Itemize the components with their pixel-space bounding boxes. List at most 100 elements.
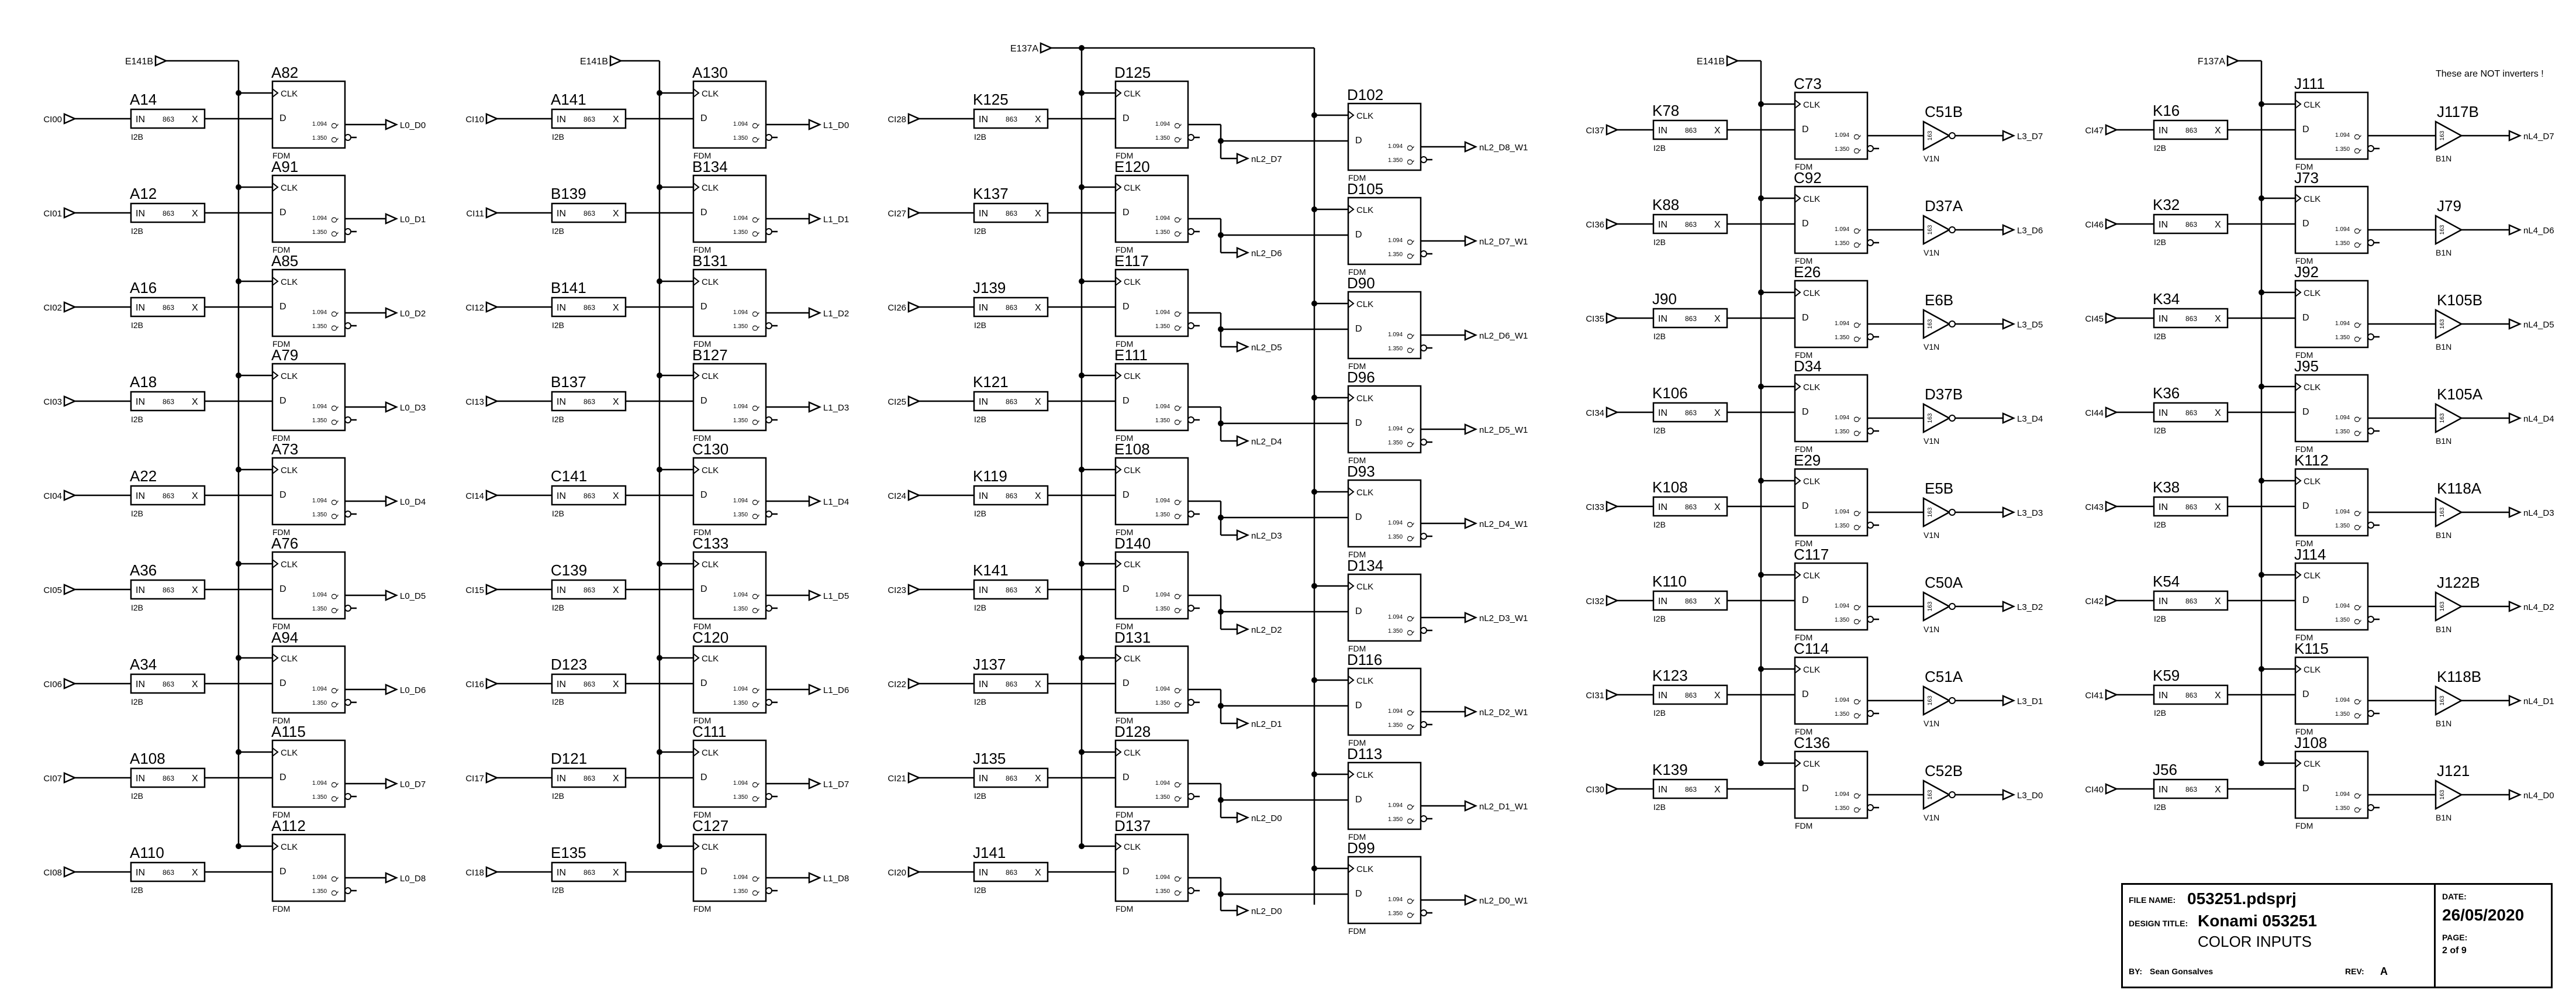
flip-flop-body xyxy=(692,457,767,526)
flip-flop-type: FDM xyxy=(693,245,711,254)
flip-flop-pin-d: D xyxy=(1123,208,1130,218)
flip-flop-pin-qn: Q xyxy=(751,513,759,519)
output-port-label: L1_D1 xyxy=(823,215,849,225)
inverter-icon xyxy=(1922,685,1951,716)
output-port-label: L0_D7 xyxy=(400,780,426,789)
inversion-bubble xyxy=(1420,156,1427,163)
input-port: CI32 xyxy=(1586,595,1620,606)
flip-flop-pin-d: D xyxy=(1123,113,1130,123)
flip-flop-pin-clk: CLK xyxy=(2304,382,2321,392)
port-flag-icon xyxy=(63,866,77,878)
port-flag-icon xyxy=(1464,235,1478,247)
flip-flop-pin-d: D xyxy=(1355,136,1362,146)
flip-flop-value-2: 1.350 xyxy=(1835,240,1849,247)
flip-flop-pin-q: Q xyxy=(1406,145,1414,151)
inversion-bubble xyxy=(1187,887,1194,894)
clock-label: E141B xyxy=(125,57,153,67)
flip-flop-value-1: 1.094 xyxy=(2335,132,2350,139)
flip-flop-pin-clk: CLK xyxy=(2304,100,2321,110)
flip-flop-pin-clk: CLK xyxy=(1356,111,1373,121)
flip-flop-pin-q: Q xyxy=(330,311,339,317)
buffer-pin-x: X xyxy=(2215,314,2221,324)
input-port-label: CI15 xyxy=(465,585,484,595)
output-port-label: nL4_D6 xyxy=(2523,226,2554,236)
buffer-pin-x: X xyxy=(613,680,619,689)
gate-type: B1N xyxy=(2436,436,2451,446)
clock-edge-icon xyxy=(693,842,700,851)
port-flag-icon xyxy=(808,684,822,695)
flip-flop-value-2: 1.350 xyxy=(1835,146,1849,153)
flip-flop-type: FDM xyxy=(272,245,290,254)
port-flag-icon xyxy=(385,307,399,319)
buffer-type: I2B xyxy=(974,320,986,330)
clock-edge-icon xyxy=(272,653,279,663)
buffer-body xyxy=(551,108,627,129)
flip-flop-pin-q: Q xyxy=(1406,804,1414,810)
output-port: L1_D8 xyxy=(808,872,849,884)
flip-flop-ref: E108 xyxy=(1114,440,1150,458)
junction-dot xyxy=(236,184,241,190)
inversion-bubble xyxy=(1949,132,1956,139)
flip-flop-value-1: 1.094 xyxy=(1155,498,1170,504)
buffer-number: 863 xyxy=(1685,785,1697,794)
output-port: nL2_D0 xyxy=(1236,812,1282,823)
flip-flop-value-1: 1.094 xyxy=(733,592,748,598)
flip-flop-pin-q: Q xyxy=(330,217,339,223)
buffer-pin-x: X xyxy=(2215,126,2221,136)
flip-flop-pin-clk: CLK xyxy=(1803,665,1820,675)
clock-edge-icon xyxy=(693,465,700,474)
output-port-label: nL2_D1 xyxy=(1251,719,1282,729)
flip-flop-pin-clk: CLK xyxy=(702,183,719,193)
gate-number: 163 xyxy=(1927,225,1933,235)
flip-flop-value-1: 1.094 xyxy=(2335,509,2350,515)
flip-flop-value-2: 1.350 xyxy=(1835,805,1849,812)
flip-flop-body xyxy=(1347,102,1422,171)
buffer-pin-in: IN xyxy=(979,680,988,689)
input-port-label: CI08 xyxy=(43,868,62,878)
flip-flop-type: FDM xyxy=(693,433,711,443)
buffer-type: I2B xyxy=(552,885,564,895)
flip-flop-value-2: 1.350 xyxy=(1835,523,1849,529)
gate-type: B1N xyxy=(2436,154,2451,163)
flip-flop-pin-clk: CLK xyxy=(281,277,298,287)
flip-flop-pin-d: D xyxy=(1355,701,1362,711)
port-flag-icon xyxy=(2002,601,2016,612)
input-port-label: CI18 xyxy=(465,868,484,878)
buffer-type: I2B xyxy=(552,509,564,518)
buffer-pin-x: X xyxy=(613,774,619,784)
buffer-number: 863 xyxy=(2185,315,2197,323)
inversion-bubble xyxy=(1420,439,1427,446)
buffer-pin-x: X xyxy=(1714,314,1721,324)
buffer-number: 863 xyxy=(1006,868,1017,877)
flip-flop-pin-q: Q xyxy=(2353,511,2361,516)
gate-ref: E5B xyxy=(1925,480,1953,497)
flip-flop-pin-qn: Q xyxy=(2353,619,2361,625)
buffer-type: I2B xyxy=(1653,708,1666,718)
input-port: CI34 xyxy=(1586,406,1620,418)
flip-flop-pin-clk: CLK xyxy=(1803,288,1820,298)
output-port-label: L1_D4 xyxy=(823,497,849,507)
flip-flop-value-2: 1.350 xyxy=(1835,617,1849,623)
output-port: nL2_D0_W1 xyxy=(1464,894,1528,906)
input-port: CI44 xyxy=(2085,406,2119,418)
output-port-label: L3_D0 xyxy=(2017,791,2043,801)
buffer-pin-in: IN xyxy=(557,209,566,219)
design-title-label: DESIGN TITLE: xyxy=(2129,919,2188,928)
buffer-pin-in: IN xyxy=(979,774,988,784)
inversion-bubble xyxy=(2367,804,2374,811)
output-port: nL2_D6 xyxy=(1236,247,1282,258)
input-port-label: CI33 xyxy=(1586,502,1604,512)
flip-flop-value-2: 1.350 xyxy=(1835,429,1849,435)
clock-edge-icon xyxy=(1115,559,1122,568)
port-flag-icon xyxy=(1605,312,1620,324)
clock-label: E141B xyxy=(1697,57,1725,67)
